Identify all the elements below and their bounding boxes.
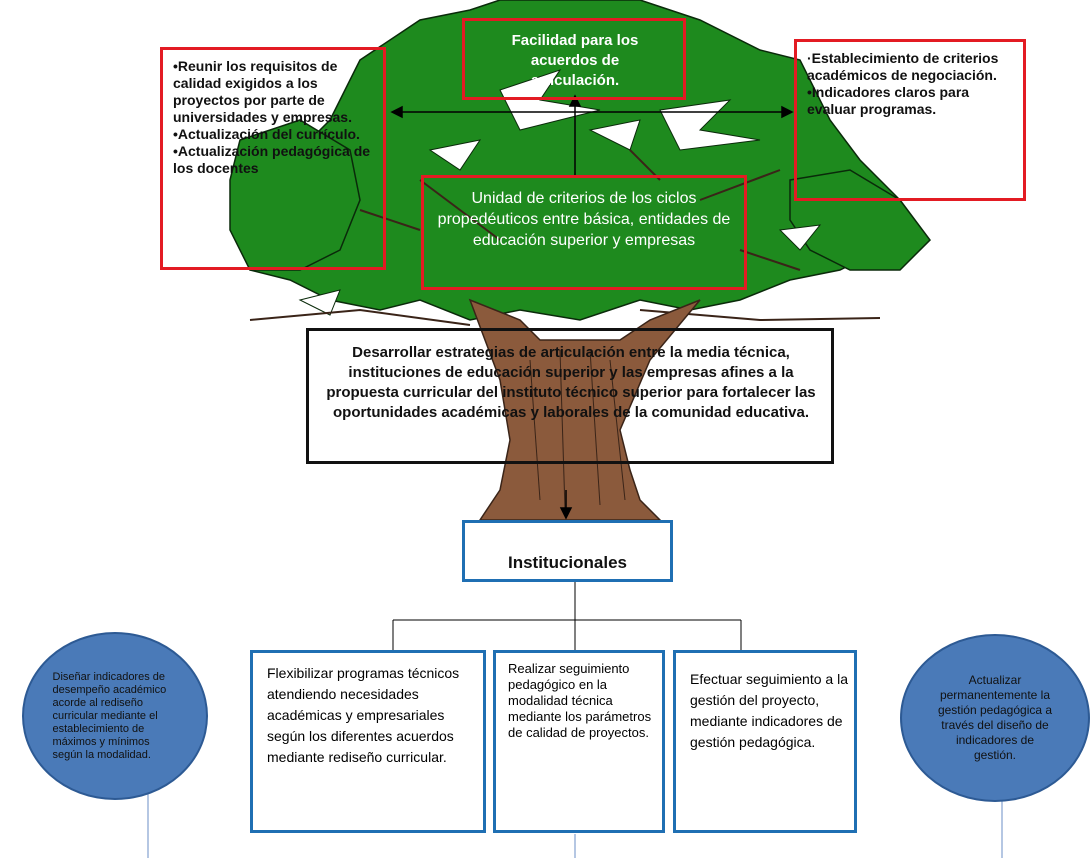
left-circle-text: Diseñar indicadores de desempeño académi…	[52, 670, 167, 761]
main-objective-box: Desarrollar estrategias de articulación …	[306, 328, 834, 464]
left-requirements-text: •Reunir los requisitos de calidad exigid…	[173, 58, 383, 177]
tree-foliage	[229, 0, 931, 321]
institutional-box-1-text: Flexibilizar programas técnicos atendien…	[267, 665, 460, 765]
center-unity-text: Unidad de criterios de los ciclos proped…	[437, 190, 731, 249]
horizontal-arrow	[390, 105, 794, 119]
trunk-lines	[529, 349, 626, 511]
institutional-box-2-text: Realizar seguimiento pedagógico en la mo…	[508, 661, 652, 740]
right-criteria-box: ·Establecimiento de criterios académicos…	[794, 39, 1026, 201]
connector-lines	[392, 582, 742, 650]
right-item-1: ·Establecimiento de criterios académicos…	[807, 50, 999, 83]
right-circle-text: Actualizar permanentemente la gestión pe…	[937, 673, 1053, 762]
top-goal-text: Facilidad para los acuerdos de articulac…	[511, 32, 639, 89]
main-objective-text: Desarrollar estrategias de articulación …	[326, 344, 816, 421]
left-item-3: •Actualización pedagógica de los docente…	[173, 143, 371, 176]
down-arrow	[559, 490, 573, 520]
center-unity-box: Unidad de criterios de los ciclos proped…	[421, 175, 747, 290]
tree-branches	[249, 149, 881, 326]
institutional-box-2: Realizar seguimiento pedagógico en la mo…	[493, 650, 665, 833]
left-circle: Diseñar indicadores de desempeño académi…	[22, 632, 208, 800]
institutional-box-1: Flexibilizar programas técnicos atendien…	[250, 650, 486, 833]
right-circle: Actualizar permanentemente la gestión pe…	[900, 634, 1090, 802]
left-requirements-box: •Reunir los requisitos de calidad exigid…	[160, 47, 386, 270]
right-criteria-text: ·Establecimiento de criterios académicos…	[807, 50, 1017, 118]
vertical-arrow	[568, 94, 582, 175]
left-item-2: •Actualización del currículo.	[173, 126, 360, 142]
institutional-title-box: Institucionales	[462, 520, 673, 582]
left-item-1: •Reunir los requisitos de calidad exigid…	[173, 58, 352, 125]
top-goal-box: Facilidad para los acuerdos de articulac…	[462, 18, 686, 100]
institutional-box-3-text: Efectuar seguimiento a la gestión del pr…	[690, 671, 848, 750]
institutional-box-3: Efectuar seguimiento a la gestión del pr…	[673, 650, 857, 833]
tree-trunk	[468, 298, 701, 521]
right-item-2: •Indicadores claros para evaluar program…	[807, 84, 970, 117]
bottom-blue-lines	[147, 793, 1003, 858]
institutional-title: Institucionales	[507, 553, 628, 572]
